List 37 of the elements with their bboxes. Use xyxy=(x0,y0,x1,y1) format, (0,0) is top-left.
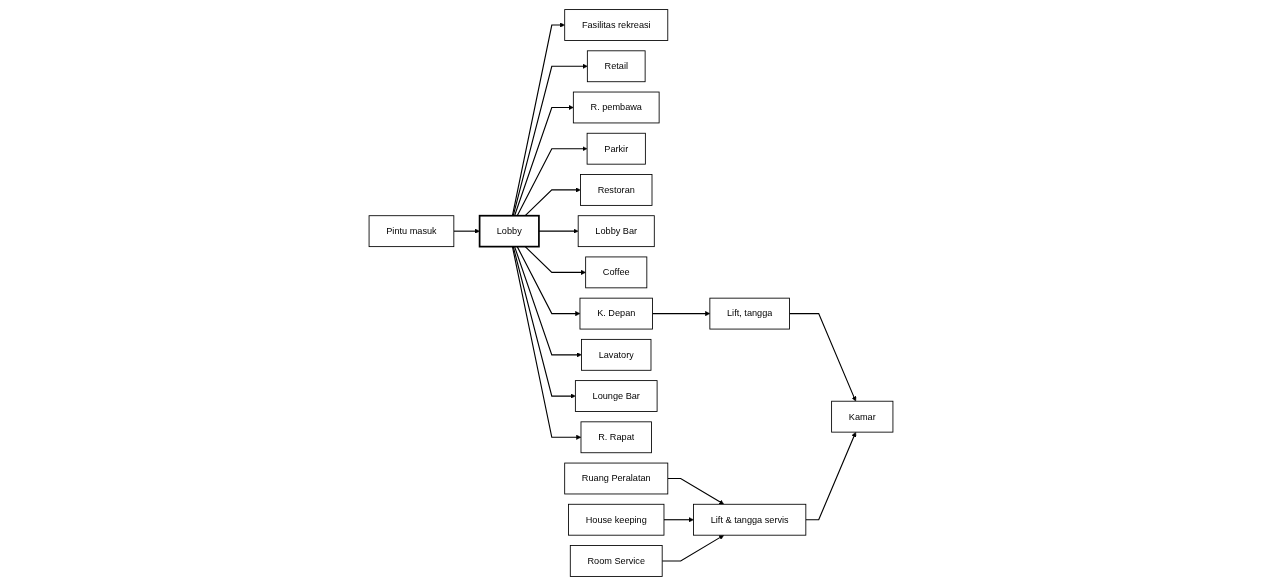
node-box: Lobby Bar xyxy=(577,215,655,248)
node-box: K. Depan xyxy=(579,297,653,330)
node-box: Lavatory xyxy=(581,338,652,371)
arrow xyxy=(511,246,582,440)
node-box: Fasilitas rekreasi xyxy=(564,9,669,41)
node-box: Parkir xyxy=(586,132,646,165)
node-box: Lift & tangga servis xyxy=(693,503,807,536)
node-box: Pintu masuk xyxy=(368,215,455,248)
arrow xyxy=(524,246,586,275)
arrow xyxy=(805,431,857,521)
arrow xyxy=(667,477,725,505)
arrow xyxy=(516,246,581,317)
node-box: Retail xyxy=(586,50,646,83)
node-box: Lounge Bar xyxy=(574,380,658,412)
node-box: Ruang Peralatan xyxy=(564,462,669,495)
arrow xyxy=(524,187,581,217)
arrow xyxy=(512,246,576,399)
node-box: Room Service xyxy=(569,545,663,577)
node-box: R. pembawa xyxy=(572,91,660,124)
arrow xyxy=(651,311,711,317)
node-box: Coffee xyxy=(585,256,648,289)
arrow xyxy=(663,517,694,523)
node-box: Lift, tangga xyxy=(709,297,790,330)
node-box: Restoran xyxy=(580,174,653,206)
arrow xyxy=(538,228,579,234)
node-box: Lobby xyxy=(478,214,540,248)
arrow xyxy=(788,313,857,402)
node-box: R. Rapat xyxy=(580,421,652,454)
node-box: Kamar xyxy=(831,400,894,433)
arrow xyxy=(511,22,565,217)
node-box: House keeping xyxy=(568,503,665,536)
arrow xyxy=(516,146,588,217)
arrow xyxy=(512,63,588,217)
arrow xyxy=(453,228,480,234)
arrow xyxy=(661,534,725,562)
arrow xyxy=(514,104,574,217)
arrow xyxy=(514,246,582,358)
